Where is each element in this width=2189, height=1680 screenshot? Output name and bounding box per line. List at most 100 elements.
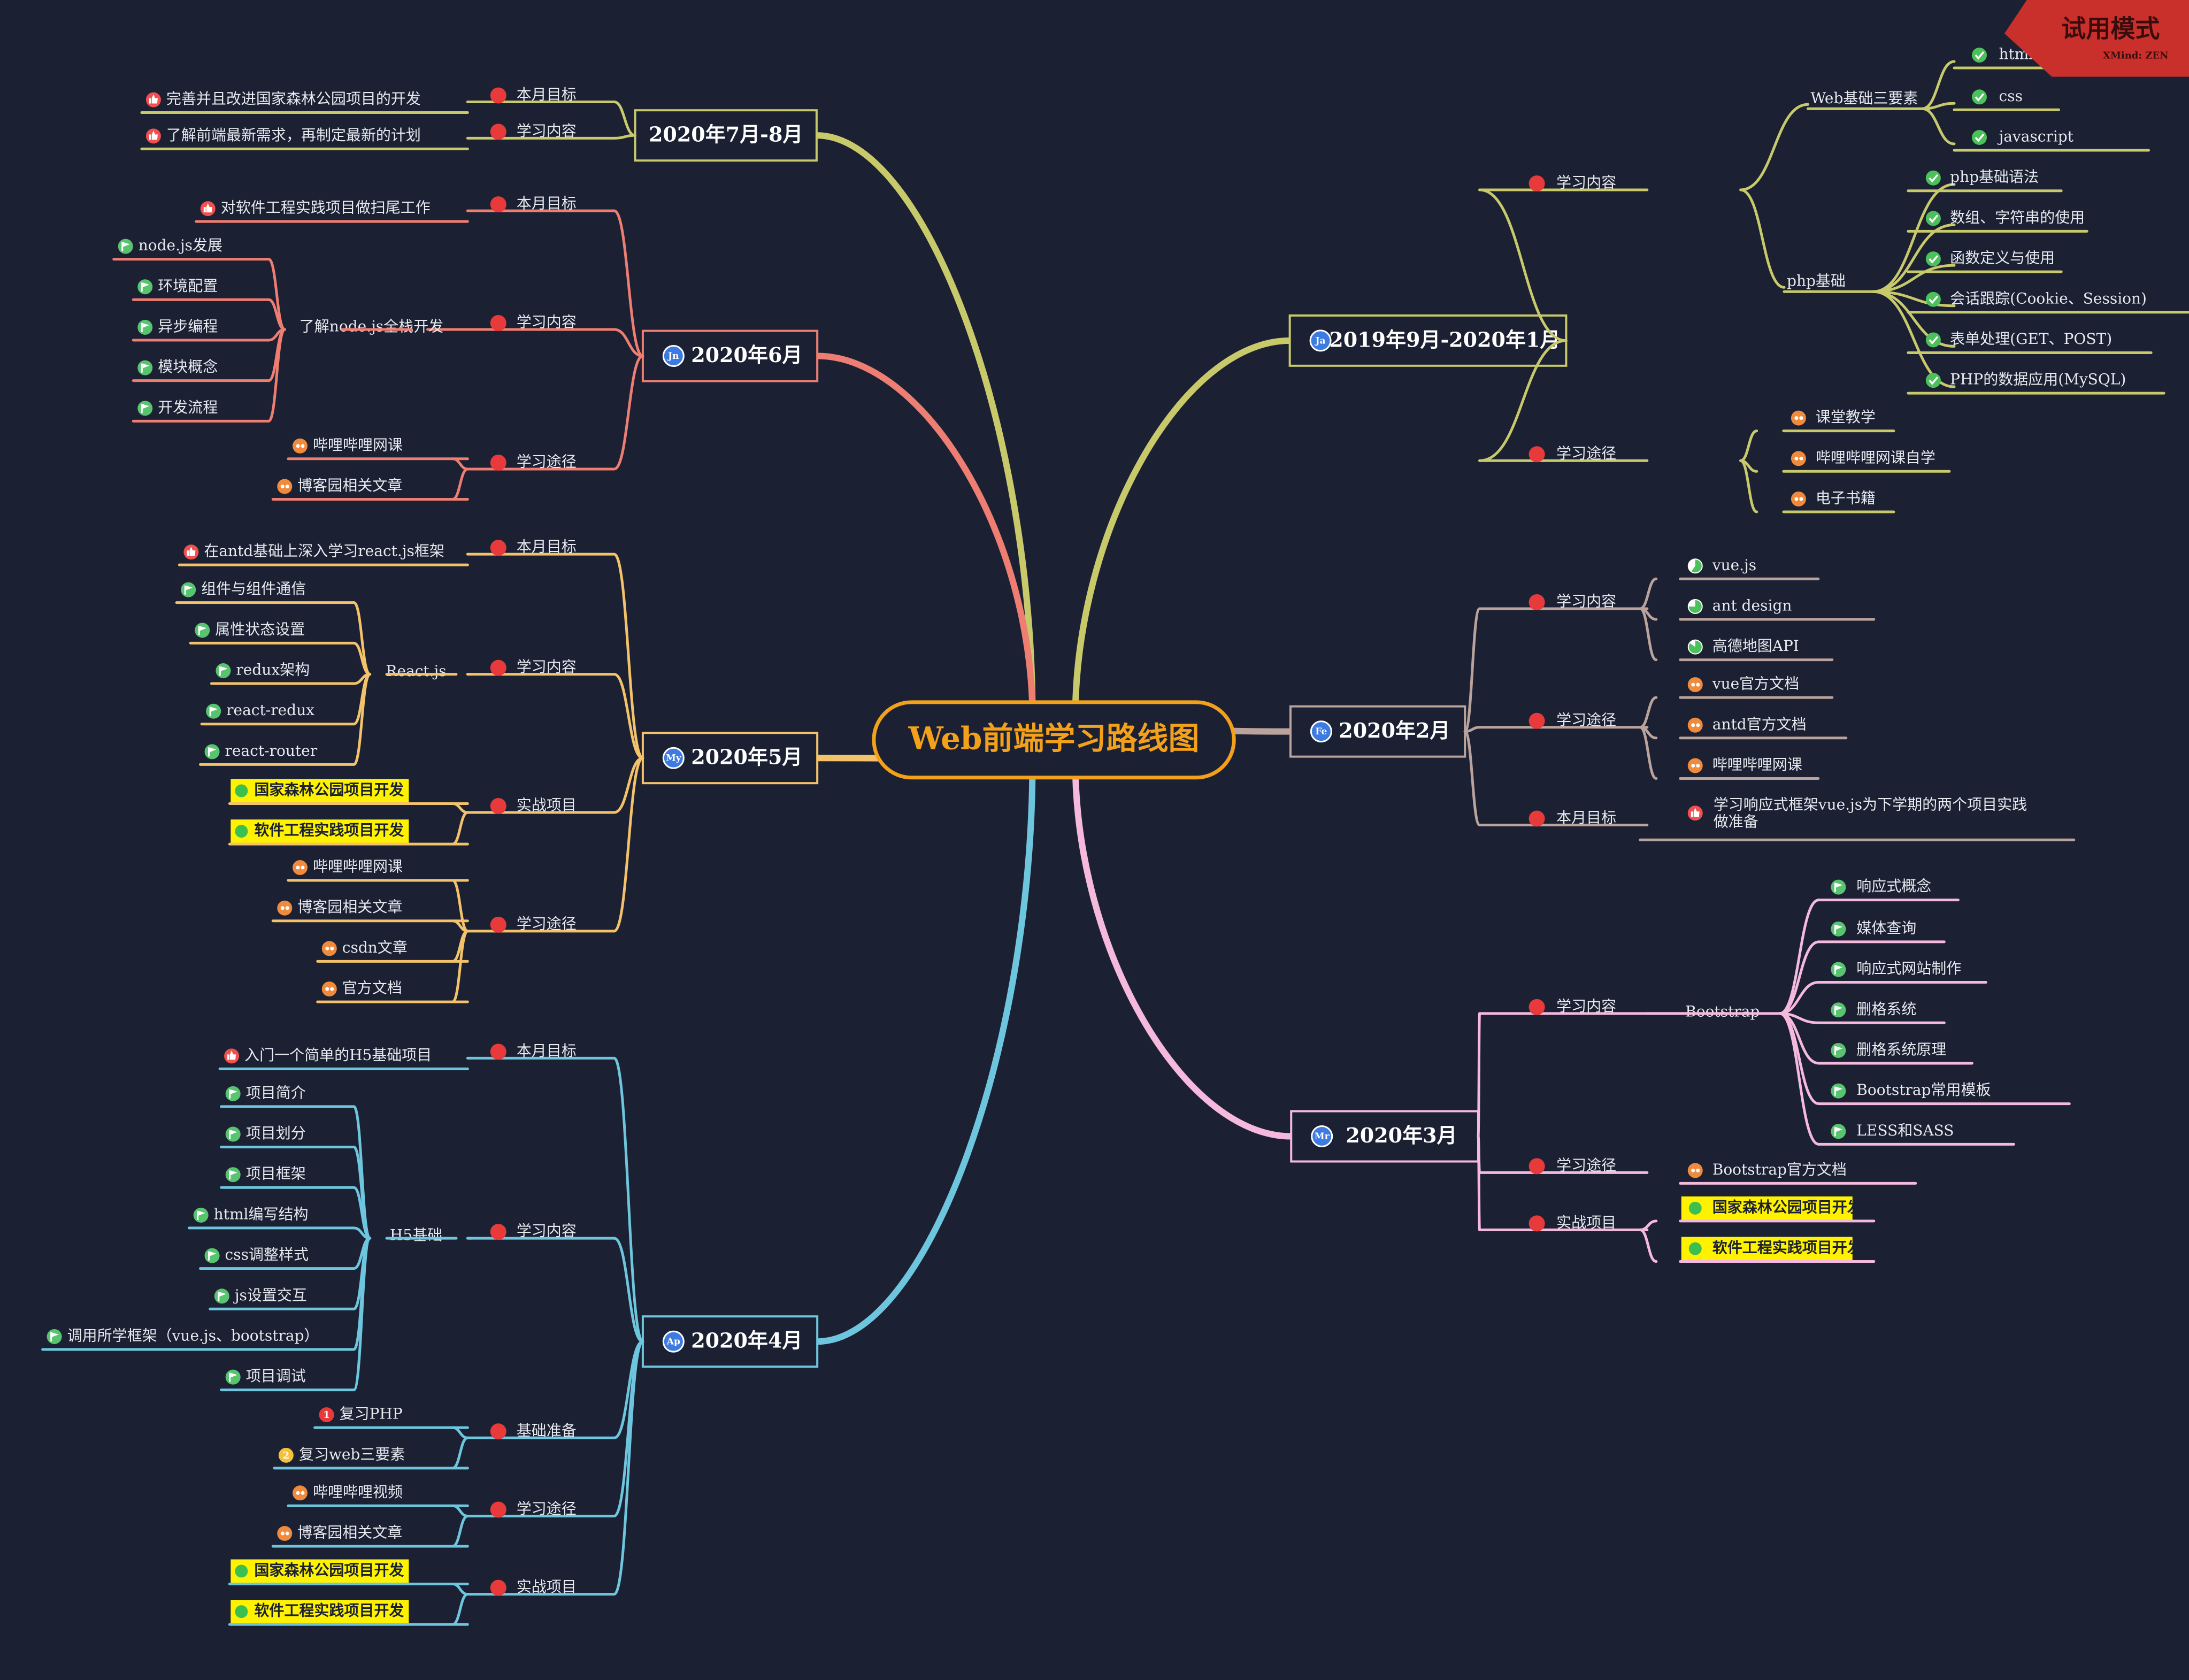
calendar-badge-icon [662,747,685,769]
marker-icon [490,314,506,331]
branch-connector [612,328,644,358]
leaf-topic: 哔哩哔哩网课 [1712,756,1802,773]
leaf-topic-line1: 学习响应式框架vue.js为下学期的两个项目实践 [1714,796,2027,814]
highlight-box [1681,1196,1853,1221]
central-box [872,700,1236,780]
leaf-topic: 调用所学框架（vue.js、bootstrap） [67,1326,319,1344]
subtopic-label: 了解node.js全栈开发 [299,317,443,335]
group-label: 学习途径 [1556,711,1616,728]
main-branch-apr [814,758,1036,1345]
group-label: 学习内容 [1556,592,1616,610]
num1-icon: 1 [319,1407,334,1423]
branch-connector [451,811,469,846]
leaf-topic: css [1999,87,2023,105]
quote-icon [292,1485,308,1501]
group-label: 本月目标 [517,538,577,556]
branch-connector [451,457,469,471]
highlight-box [231,819,409,845]
leaf-topic: 删格系统原理 [1856,1040,1946,1058]
branch-connector [612,209,644,358]
branch-connector [612,1340,644,1596]
leaf-topic: 博客园相关文章 [297,477,402,494]
group-label: 学习途径 [517,452,577,470]
flag-icon [1831,879,1846,895]
branch-connector [1478,339,1568,462]
group-label: 实战项目 [517,1578,577,1595]
marker-icon [1529,712,1545,729]
branch-connector [1778,1012,1821,1106]
branch-connector [451,467,469,501]
marker-icon [1529,446,1545,463]
branch-connector [612,673,644,760]
quote-icon [321,941,337,956]
marker-icon [490,1224,506,1240]
quote-icon [1687,1163,1703,1178]
leaf-topic: 博客园相关文章 [297,1524,402,1541]
leaf-topic: 完善并且改进国家森林公园项目的开发 [166,90,421,108]
month-box [1288,314,1568,367]
leaf-topic: 哔哩哔哩网课 [313,858,403,876]
main-branch-jun [814,352,1036,722]
leaf-topic: 入门一个简单的H5基础项目 [244,1046,432,1064]
leaf-topic: redux架构 [236,661,310,679]
leaf-topic: 响应式网站制作 [1856,960,1961,977]
leaf-topic: 国家森林公园项目开发 [254,1561,404,1579]
branch-connector [451,1436,469,1470]
leaf-topic: 官方文档 [342,979,402,997]
calendar-badge-text: Ap [666,1337,680,1347]
dot-icon [1688,1242,1702,1255]
watermark-ribbon [2004,0,2189,77]
leaf-topic: 函数定义与使用 [1950,249,2055,267]
leaf-topic: 表单处理(GET、POST) [1950,330,2112,348]
dot-icon [1688,1201,1702,1215]
leaf-topic-line2: 做准备 [1714,813,1758,831]
check-icon [1925,373,1941,388]
branch-connector [1872,290,1956,348]
branch-connector [1639,607,1658,662]
highlight-box [231,1600,409,1625]
pie2-icon [1687,599,1703,614]
quote-icon [277,1526,293,1541]
pie1-icon [1687,558,1703,574]
leaf-topic: js设置交互 [233,1286,307,1304]
flag-icon [193,1207,209,1223]
subtopic-label: Web基础三要素 [1810,89,1918,107]
month-label: 2020年6月 [691,343,802,367]
branch-connector [1778,1012,1821,1146]
num2-icon: 2 [278,1447,294,1463]
group-label: 学习途径 [1556,444,1616,462]
leaf-topic: 复习web三要素 [299,1445,405,1463]
branch-connector [1639,577,1658,610]
month-label: 2020年2月 [1339,718,1450,742]
flag-icon [1831,1042,1846,1058]
leaf-topic: 国家森林公园项目开发 [254,781,404,799]
branch-connector [1739,429,1758,462]
leaf-topic: 哔哩哔哩视频 [313,1483,403,1501]
highlight-box [1681,1237,1853,1262]
subtopic-label: php基础 [1787,272,1846,290]
highlight-box [231,1559,409,1584]
quote-icon [277,900,293,916]
marker-icon [1529,1215,1545,1232]
branch-connector [1921,60,1956,110]
main-branch-mar [1072,758,1295,1140]
leaf-topic: vue.js [1712,556,1756,574]
branch-connector [451,879,469,933]
leaf-topic: 复习PHP [340,1405,403,1423]
flag-icon [137,360,153,375]
leaf-topic: node.js发展 [139,236,222,254]
branch-connector [1478,188,1568,342]
group-label: 本月目标 [517,195,577,212]
leaf-topic: 哔哩哔哩网课 [313,436,403,454]
main-branch-jul-aug [813,132,1036,722]
branch-connector [1778,981,1821,1015]
leaf-topic: 响应式概念 [1856,877,1931,895]
flag-icon [1831,962,1846,977]
leaf-topic: 异步编程 [158,317,218,335]
branch-connector [1639,726,1658,780]
branch-connector [1639,696,1658,729]
